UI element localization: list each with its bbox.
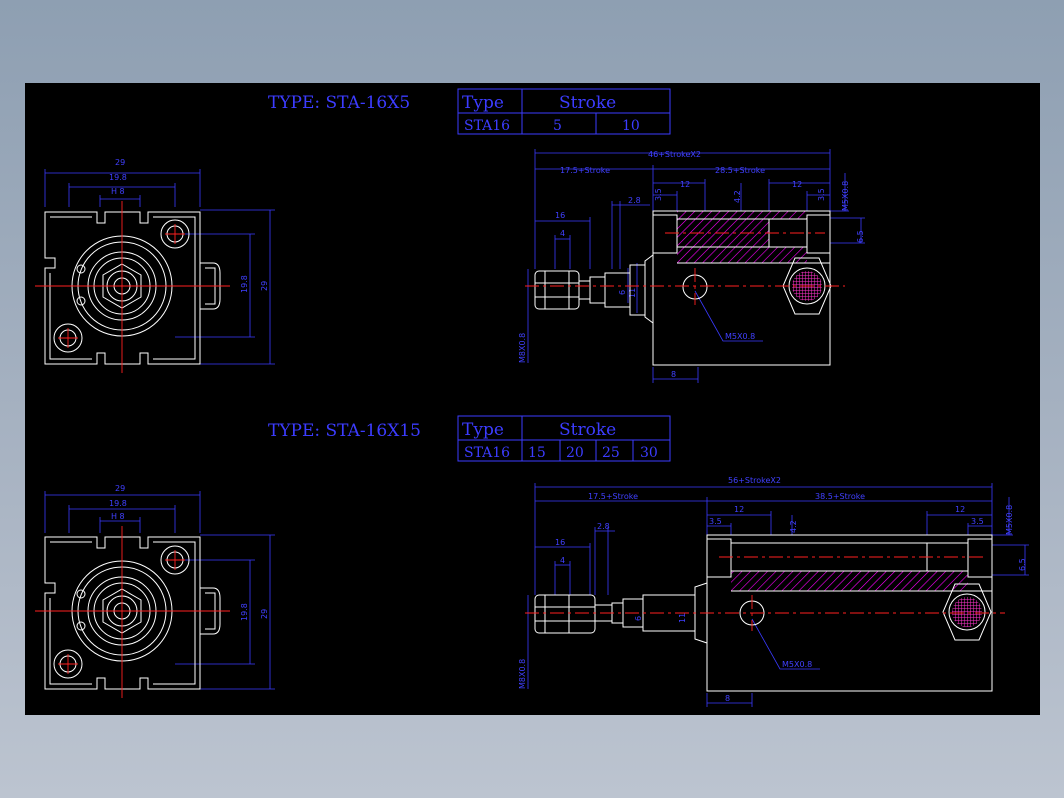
top-front-width: 29	[115, 158, 125, 167]
bottom-side-thread-rod: M8X0.8	[518, 659, 527, 689]
top-stroke-table	[457, 88, 671, 135]
bottom-side-left-len: 17.5+Stroke	[588, 492, 638, 501]
bottom-front-view: 29 19.8 H 8 19.8 29	[35, 484, 275, 698]
bottom-front-v-outer: 29	[260, 609, 269, 619]
top-side-rod-dia: 6	[618, 290, 627, 295]
bottom-section: TYPE: STA-16X15 Type Stroke STA16 15 20 …	[35, 415, 1029, 707]
top-table-stroke-header: Stroke	[559, 93, 616, 113]
top-title: TYPE: STA-16X5	[268, 93, 410, 113]
top-front-inner-width: 19.8	[109, 173, 127, 182]
bottom-side-gap: 2.8	[597, 522, 610, 531]
bottom-front-v-inner: 19.8	[240, 603, 249, 621]
top-side-left-port-w: 12	[680, 180, 690, 189]
top-front-v-inner: 19.8	[240, 275, 249, 293]
top-side-rod-len: 16	[555, 211, 565, 220]
bottom-front-width: 29	[115, 484, 125, 493]
top-side-centerlines	[525, 232, 845, 305]
bottom-table-model: STA16	[464, 445, 510, 461]
bottom-side-right-dia: 6.5	[1018, 558, 1027, 571]
top-side-right-dia: 6.5	[856, 230, 865, 243]
top-side-left-small: 3.5	[654, 188, 663, 201]
top-side-port-label: M5X0.8	[725, 332, 755, 341]
bottom-side-rod-dia: 6	[634, 616, 643, 621]
top-side-right-port-w: 12	[792, 180, 802, 189]
bottom-table-type-header: Type	[462, 420, 504, 440]
bottom-side-overall: 56+StrokeX2	[728, 476, 781, 485]
bottom-side-thread-right: M5X0.8	[1005, 505, 1014, 535]
top-side-port-dim: 4.2	[733, 190, 742, 203]
top-side-nut-w: 4	[560, 229, 565, 238]
bottom-side-port-fill	[952, 597, 982, 627]
bottom-side-view: 56+StrokeX2 17.5+Stroke 38.5+Stroke 12 1…	[518, 476, 1029, 707]
top-table-model: STA16	[464, 118, 510, 134]
bottom-front-inner-width: 19.8	[109, 499, 127, 508]
top-front-body	[44, 211, 221, 365]
top-side-right-small: 3.5	[817, 188, 826, 201]
top-front-v-outer: 29	[260, 281, 269, 291]
bottom-side-hatch	[731, 571, 968, 591]
top-section: TYPE: STA-16X5 Type Stroke STA16 5 10	[35, 88, 865, 383]
top-side-bottom: 8	[671, 370, 676, 379]
bottom-side-bottom: 8	[725, 694, 730, 703]
drawing-canvas: TYPE: STA-16X5 Type Stroke STA16 5 10	[25, 83, 1040, 715]
top-front-centerlines	[35, 201, 230, 373]
bottom-front-centerlines	[35, 526, 230, 698]
top-side-left-len: 17.5+Stroke	[560, 166, 610, 175]
bottom-side-right-small: 3.5	[971, 517, 984, 526]
top-front-hex: H 8	[111, 187, 125, 196]
bottom-table-stroke-4: 30	[640, 445, 658, 461]
top-side-thread-right: M5X0.8	[841, 181, 850, 211]
top-table-type-header: Type	[462, 93, 504, 113]
bottom-title: TYPE: STA-16X15	[268, 421, 421, 441]
bottom-side-right-len: 38.5+Stroke	[815, 492, 865, 501]
bottom-side-left-port-w: 12	[734, 505, 744, 514]
bottom-side-port-label: M5X0.8	[782, 660, 812, 669]
top-side-boss-dia: 11	[628, 288, 637, 298]
top-side-gap: 2.8	[628, 196, 641, 205]
bottom-table-stroke-3: 25	[602, 445, 620, 461]
bottom-stroke-table	[457, 415, 671, 462]
bottom-table-stroke-2: 20	[566, 445, 584, 461]
top-side-right-len: 28.5+Stroke	[715, 166, 765, 175]
cad-drawing: TYPE: STA-16X5 Type Stroke STA16 5 10	[35, 88, 1029, 707]
top-front-view: 29 19.8 H 8 19.8 29	[35, 158, 275, 373]
bottom-side-rod-len: 16	[555, 538, 565, 547]
bottom-table-stroke-1: 15	[528, 445, 546, 461]
top-side-overall: 46+StrokeX2	[648, 150, 701, 159]
bottom-table-stroke-header: Stroke	[559, 420, 616, 440]
bottom-side-right-port-w: 12	[955, 505, 965, 514]
bottom-side-left-small: 3.5	[709, 517, 722, 526]
top-side-view: 46+StrokeX2 17.5+Stroke 28.5+Stroke 12 1…	[518, 149, 865, 383]
top-side-thread-rod: M8X0.8	[518, 333, 527, 363]
bottom-side-port-dim: 4.2	[789, 520, 798, 533]
bottom-side-nut-w: 4	[560, 556, 565, 565]
bottom-side-centerlines	[525, 556, 1005, 631]
top-table-stroke-2: 10	[622, 118, 640, 134]
bottom-front-hex: H 8	[111, 512, 125, 521]
bottom-side-boss-dia: 11	[678, 613, 687, 623]
top-table-stroke-1: 5	[553, 118, 562, 134]
